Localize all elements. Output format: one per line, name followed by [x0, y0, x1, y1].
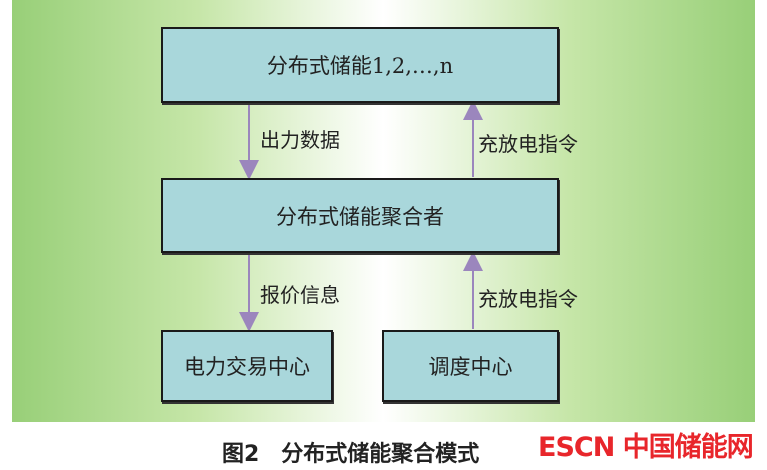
box-dispatch-center: 调度中心: [382, 330, 559, 402]
label-output-data: 出力数据: [260, 128, 340, 152]
box-label: 分布式储能聚合者: [276, 204, 444, 229]
box-aggregator: 分布式储能聚合者: [161, 178, 559, 253]
box-label: 电力交易中心: [184, 355, 310, 379]
figure-caption: 图2 分布式储能聚合模式: [222, 442, 480, 467]
box-label: 分布式储能1,2,…,n: [266, 54, 454, 78]
label-bid-info: 报价信息: [260, 283, 340, 307]
label-charge-bottom: 充放电指令: [478, 287, 578, 311]
box-trading-center: 电力交易中心: [161, 330, 333, 402]
box-label: 调度中心: [428, 355, 513, 379]
watermark-logo: ESCN 中国储能网: [538, 432, 754, 463]
box-distributed-storage: 分布式储能1,2,…,n: [161, 27, 559, 103]
label-charge-top: 充放电指令: [478, 132, 578, 156]
